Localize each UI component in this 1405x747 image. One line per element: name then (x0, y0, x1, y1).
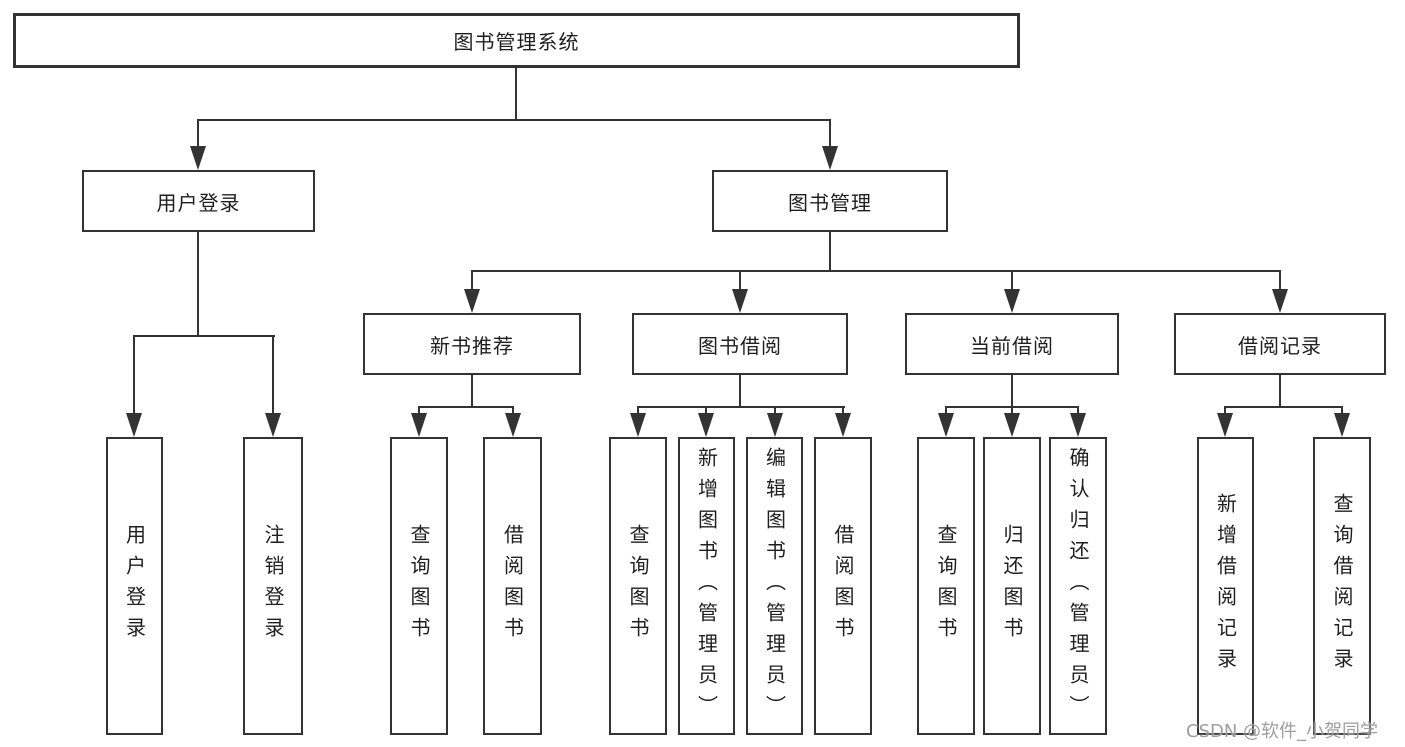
leaf-label: 查询图书 (934, 524, 958, 648)
leaf-borrow-books-borrowing: 借阅图书 (814, 437, 872, 735)
arrow-down-icon (1004, 289, 1020, 313)
connector-line (272, 335, 274, 415)
leaf-label: 归还图书 (1000, 524, 1024, 648)
leaf-label: 查询图书 (626, 524, 650, 648)
arrow-down-icon (464, 289, 480, 313)
leaf-borrow-books-recommend: 借阅图书 (483, 437, 542, 735)
node-library-management-system: 图书管理系统 (13, 13, 1020, 68)
leaf-label: 查询借阅记录 (1330, 493, 1354, 679)
arrow-down-icon (265, 413, 281, 437)
node-book-management: 图书管理 (712, 170, 948, 232)
leaf-label: 借阅图书 (500, 524, 525, 648)
arrow-down-icon (411, 413, 427, 437)
connector-line (471, 375, 473, 408)
connector-line (471, 270, 473, 292)
connector-line (133, 335, 275, 337)
leaf-confirm-return-admin: 确认归还（管理员） (1049, 437, 1107, 735)
leaf-edit-books-admin: 编辑图书（管理员） (746, 437, 803, 735)
arrow-down-icon (1272, 289, 1288, 313)
leaf-label: 新增借阅记录 (1213, 493, 1238, 679)
connector-line (1011, 406, 1013, 416)
connector-line (829, 119, 831, 151)
connector-line (197, 232, 199, 337)
arrow-down-icon (1070, 413, 1086, 437)
csdn-watermark: CSDN @软件_小贺同学 (1186, 721, 1379, 742)
leaf-user-login: 用户登录 (106, 437, 163, 735)
connector-line (197, 119, 831, 121)
connector-line (739, 270, 741, 292)
arrow-down-icon (822, 146, 838, 170)
leaf-label: 用户登录 (122, 524, 147, 648)
leaf-add-borrow-record: 新增借阅记录 (1197, 437, 1254, 735)
node-current-borrowing: 当前借阅 (905, 313, 1119, 375)
node-borrow-records: 借阅记录 (1174, 313, 1386, 375)
arrow-down-icon (630, 413, 646, 437)
arrow-down-icon (938, 413, 954, 437)
connector-line (471, 270, 1281, 272)
leaf-label: 新增图书（管理员） (694, 446, 719, 726)
leaf-query-books-borrowing: 查询图书 (609, 437, 667, 735)
connector-line (418, 406, 420, 416)
leaf-label: 注销登录 (261, 524, 285, 648)
leaf-label: 编辑图书（管理员） (762, 446, 787, 726)
leaf-label: 借阅图书 (831, 524, 855, 648)
connector-line (1279, 270, 1281, 292)
arrow-down-icon (1334, 413, 1350, 437)
leaf-return-books: 归还图书 (983, 437, 1041, 735)
connector-line (418, 406, 514, 408)
node-user-login: 用户登录 (82, 170, 315, 232)
arrow-down-icon (698, 413, 714, 437)
arrow-down-icon (190, 146, 206, 170)
arrow-down-icon (767, 413, 783, 437)
connector-line (705, 406, 707, 416)
arrow-down-icon (835, 413, 851, 437)
arrow-down-icon (732, 289, 748, 313)
leaf-query-books-recommend: 查询图书 (390, 437, 448, 735)
arrow-down-icon (1004, 413, 1020, 437)
node-new-book-recommend: 新书推荐 (363, 313, 581, 375)
connector-line (945, 406, 947, 416)
node-book-borrowing: 图书借阅 (632, 313, 848, 375)
connector-line (1224, 406, 1343, 408)
connector-line (1224, 406, 1226, 416)
connector-line (1279, 375, 1281, 408)
arrow-down-icon (505, 413, 521, 437)
connector-line (842, 406, 844, 416)
connector-line (1077, 406, 1079, 416)
leaf-query-books-current: 查询图书 (917, 437, 975, 735)
connector-line (197, 119, 199, 151)
connector-line (637, 406, 845, 408)
connector-line (515, 68, 517, 120)
connector-line (739, 375, 741, 408)
connector-line (829, 232, 831, 272)
arrow-down-icon (126, 413, 142, 437)
leaf-label: 查询图书 (407, 524, 431, 648)
connector-line (1011, 270, 1013, 292)
connector-line (637, 406, 639, 416)
connector-line (774, 406, 776, 416)
connector-line (512, 406, 514, 416)
arrow-down-icon (1217, 413, 1233, 437)
leaf-label: 确认归还（管理员） (1066, 446, 1090, 726)
leaf-query-borrow-record: 查询借阅记录 (1313, 437, 1371, 735)
leaf-add-books-admin: 新增图书（管理员） (678, 437, 735, 735)
leaf-logout: 注销登录 (243, 437, 303, 735)
connector-line (133, 335, 135, 415)
connector-line (1341, 406, 1343, 416)
connector-line (1011, 375, 1013, 408)
